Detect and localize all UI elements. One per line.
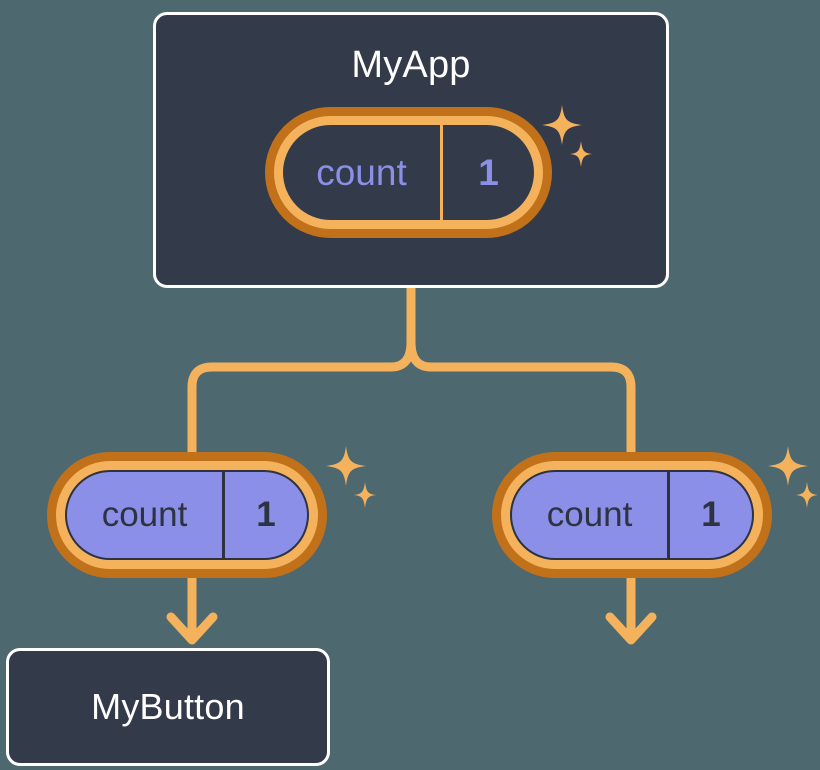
state-pill-myapp[interactable]: count 1 (265, 107, 552, 238)
sparkle-large-icon (326, 446, 366, 486)
state-pill-inner: count 1 (65, 470, 309, 560)
state-value-label: 1 (701, 495, 721, 534)
arrow-head-left-icon (166, 612, 218, 645)
state-pill-child-left[interactable]: count 1 (47, 452, 327, 578)
state-value-label: 1 (256, 495, 276, 534)
component-box-mybutton-left[interactable]: MyButton (6, 648, 330, 766)
state-pill-child-right[interactable]: count 1 (492, 452, 772, 578)
component-title-mybutton: MyButton (91, 686, 245, 727)
state-value-label: 1 (478, 151, 499, 193)
state-key-label: count (512, 472, 670, 558)
sparkle-small-icon (354, 482, 376, 508)
state-pill-inner: count 1 (510, 470, 754, 560)
connector-split-left (187, 341, 416, 470)
sparkles-glyph (768, 446, 818, 508)
arrow-head-right-icon (605, 612, 657, 645)
sparkles-glyph (326, 446, 376, 508)
component-title-myapp: MyApp (351, 44, 471, 86)
state-key-label: count (283, 125, 443, 220)
connector-split-right (406, 341, 636, 470)
state-pill-inner: count 1 (283, 125, 534, 220)
sparkle-large-icon (768, 446, 808, 486)
sparkle-small-icon (796, 482, 818, 508)
sparkles-icon (764, 444, 820, 525)
state-key-label: count (67, 472, 225, 558)
sparkles-icon (322, 444, 378, 525)
